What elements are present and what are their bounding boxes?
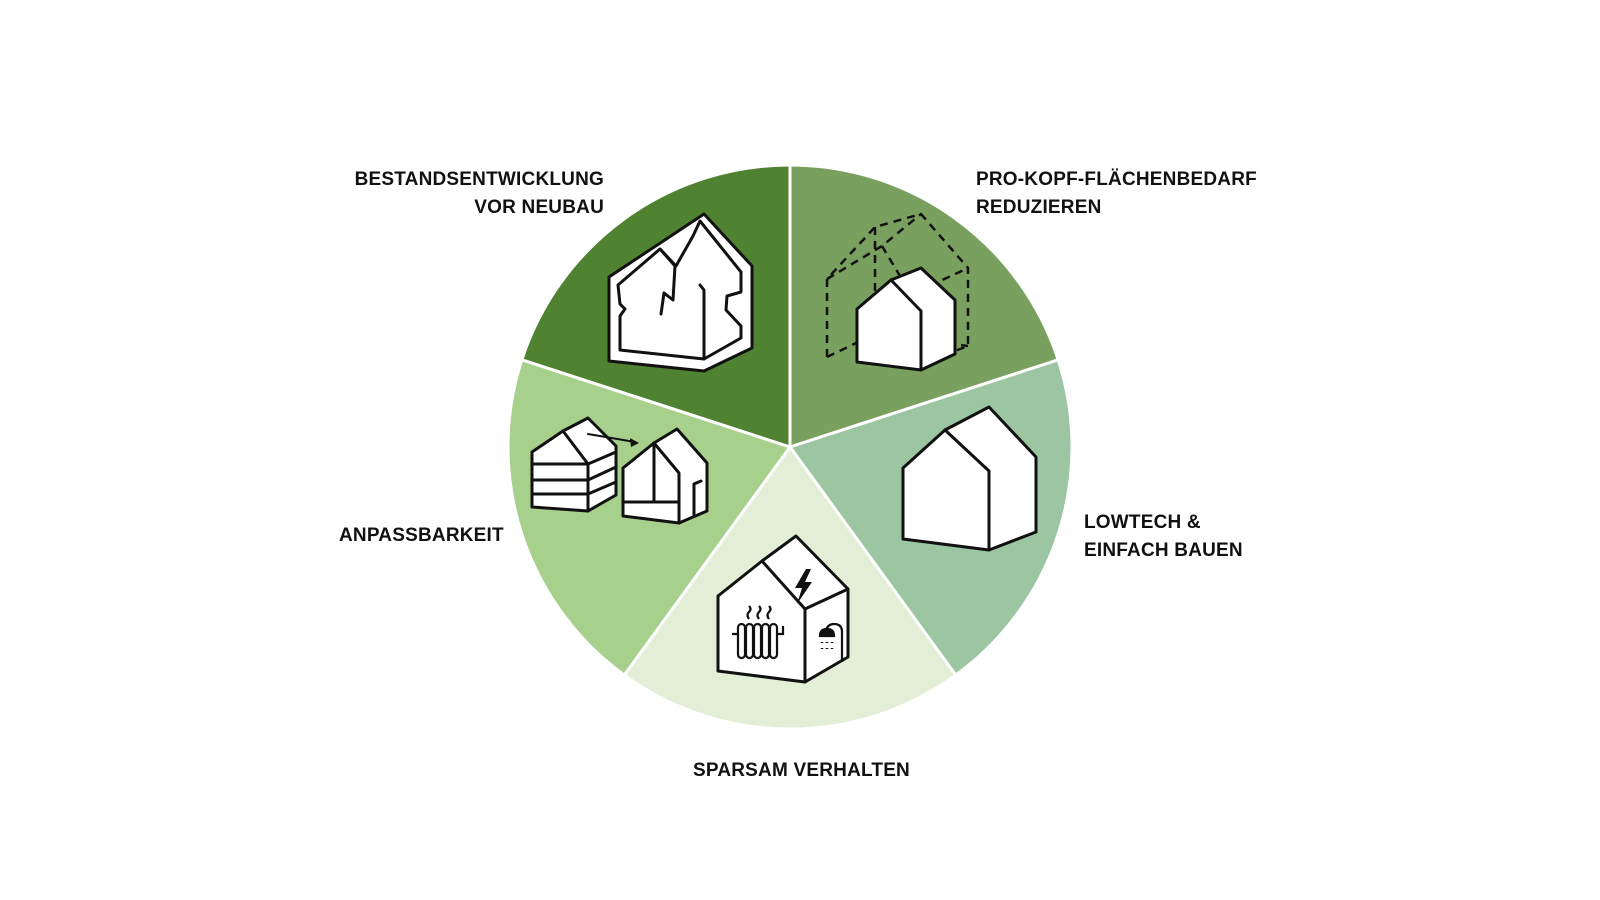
label-line: BESTANDSENTWICKLUNG [354,169,604,190]
label-bestandsentwicklung: BESTANDSENTWICKLUNG VOR NEUBAU [355,166,604,222]
lightning-icon [795,569,812,604]
radiator-icon [732,605,785,660]
energy-house-icon [716,534,850,684]
label-line: ANPASSBARKEIT [339,525,504,546]
adaptable-house-icon [530,416,709,525]
simple-house-icon [901,405,1038,552]
label-line: PRO-KOPF-FLÄCHENBEDARF [976,169,1257,190]
label-lowtech: LOWTECH & EINFACH BAUEN [1084,509,1243,565]
label-flaechenbedarf: PRO-KOPF-FLÄCHENBEDARF REDUZIEREN [976,166,1257,222]
cracked-house-icon [607,212,754,373]
label-line: REDUZIEREN [976,197,1102,218]
label-line: LOWTECH & [1084,512,1201,533]
shower-icon [818,622,844,662]
label-sparsam: SPARSAM VERHALTEN [693,757,910,785]
label-line: SPARSAM VERHALTEN [693,760,910,781]
label-anpassbarkeit: ANPASSBARKEIT [339,522,504,550]
label-line: VOR NEUBAU [474,197,604,218]
dashed-house-icon [825,212,970,372]
label-line: EINFACH BAUEN [1084,540,1243,561]
